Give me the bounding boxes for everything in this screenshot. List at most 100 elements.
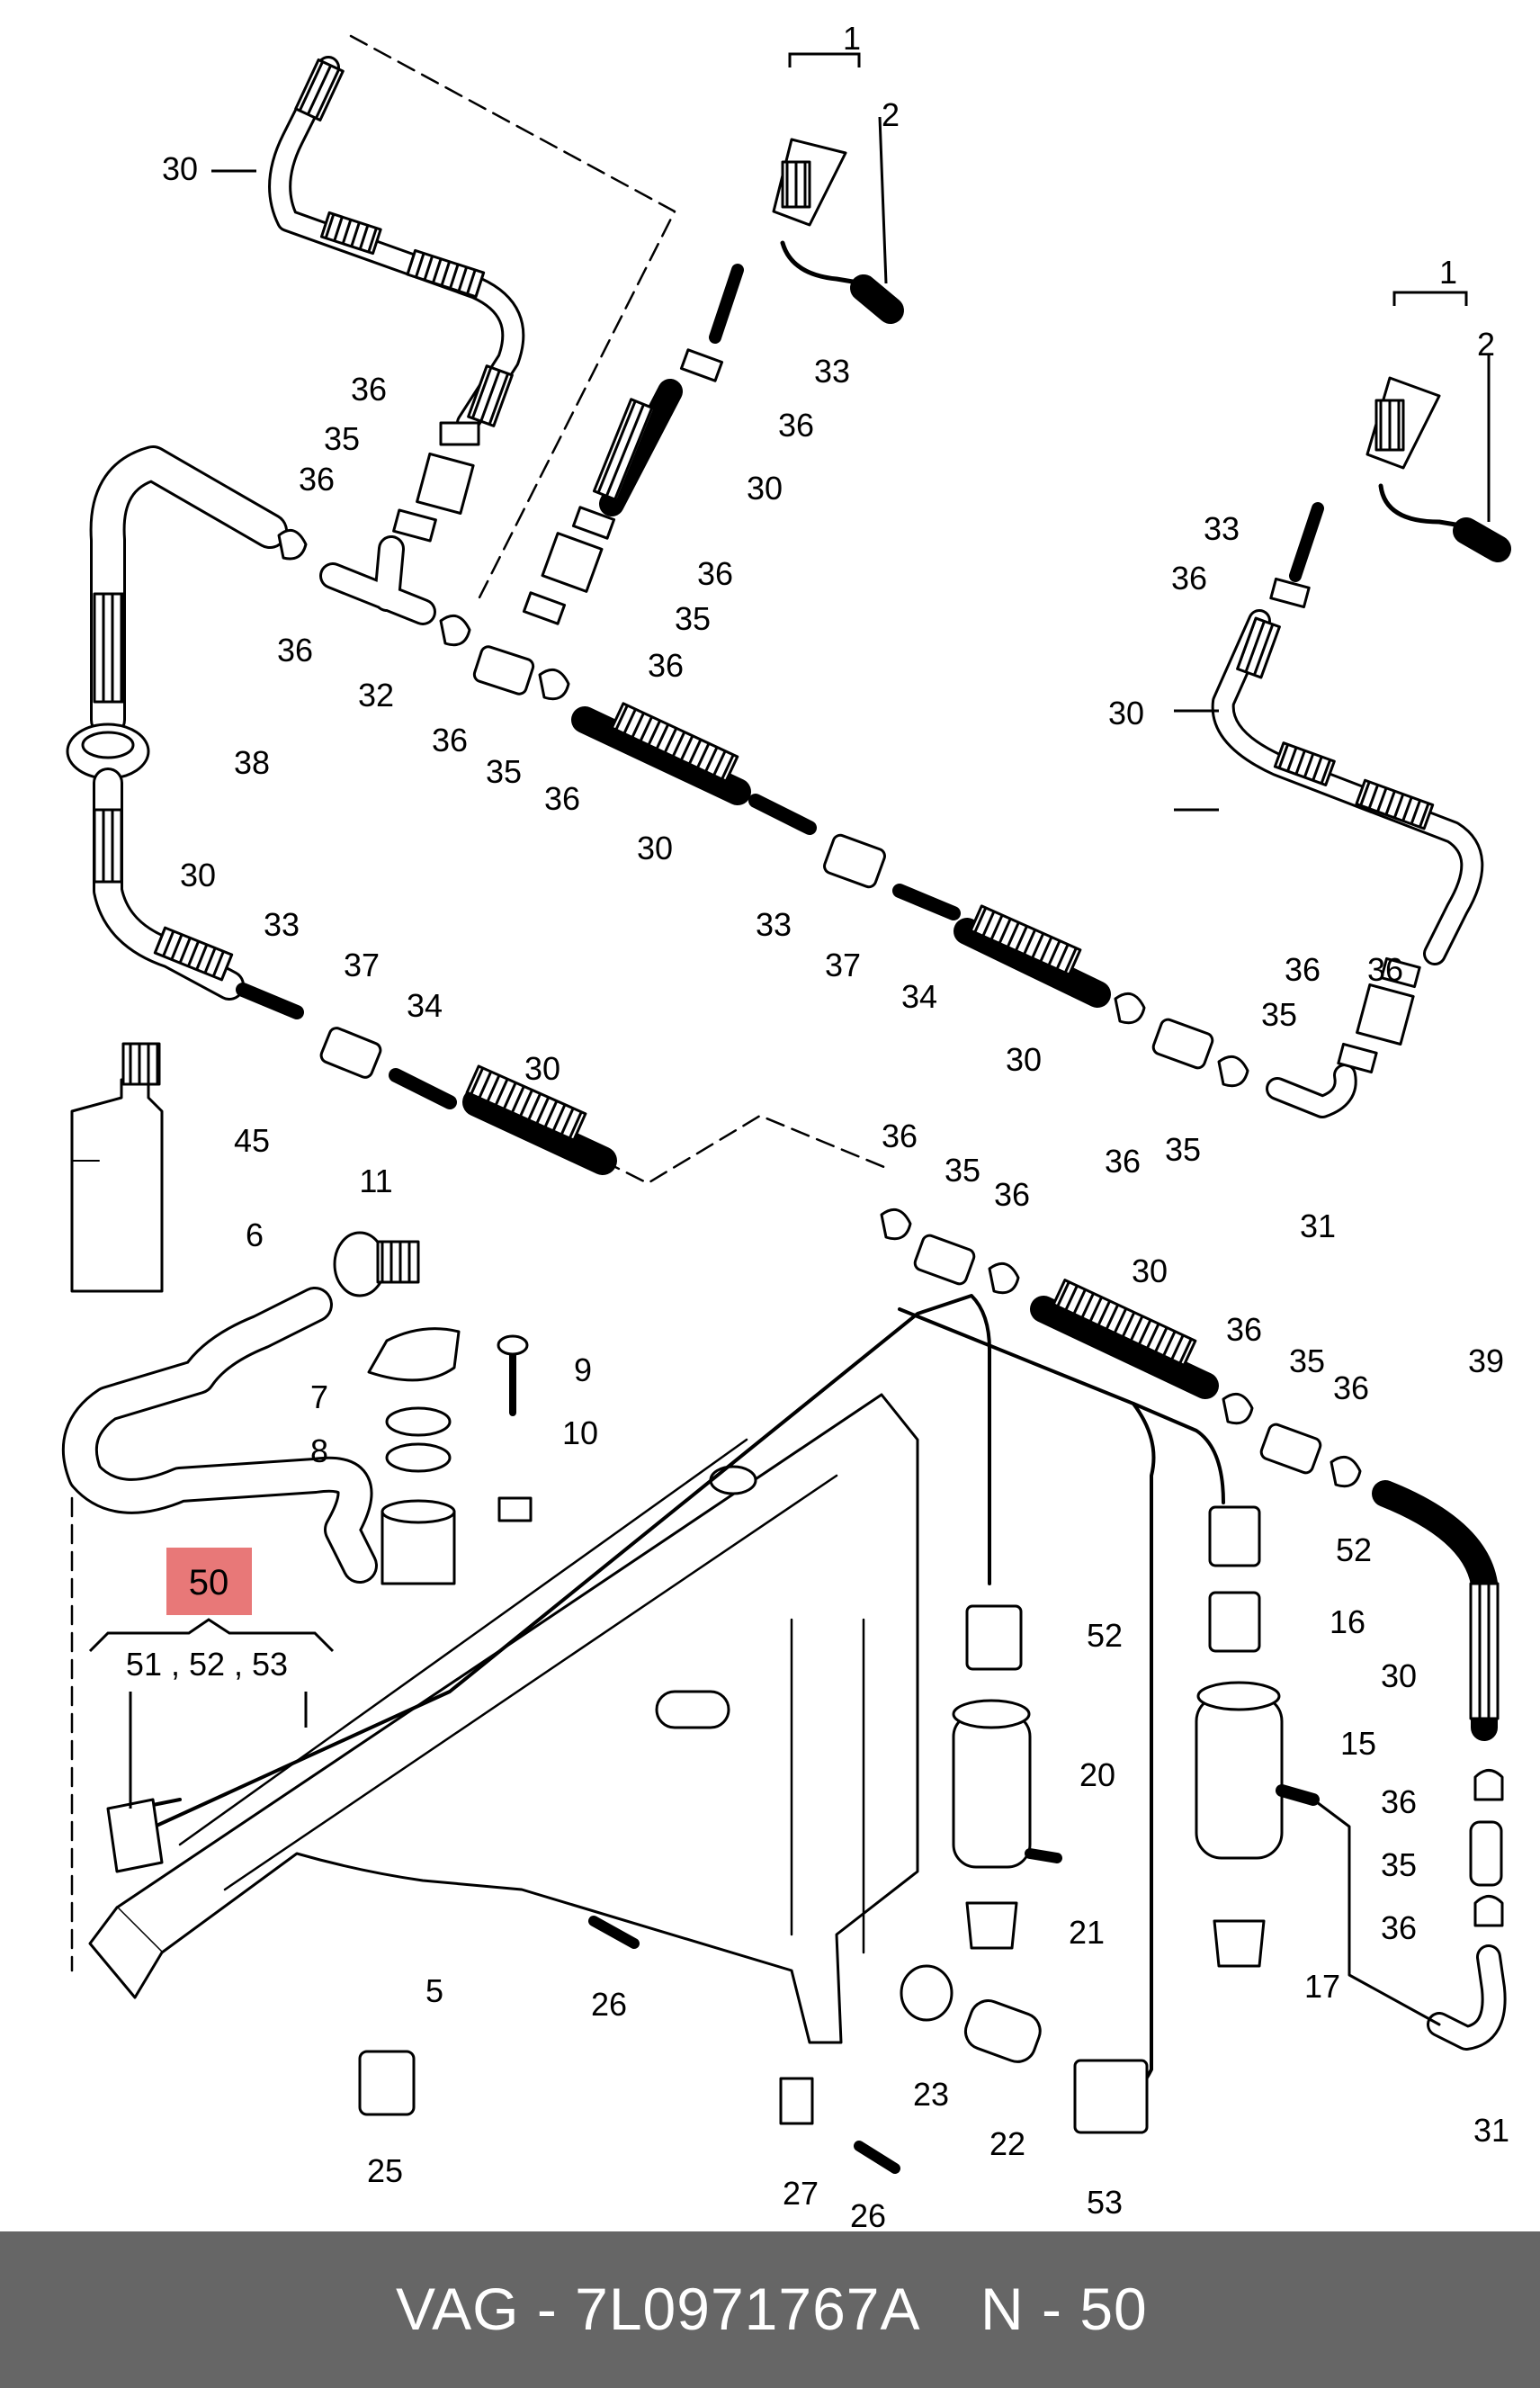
callout-c16: 16 [1330, 1603, 1365, 1640]
bracket-25 [358, 2050, 416, 2116]
callout-c30f: 30 [1108, 695, 1144, 732]
part-number-footer: VAG - 7L0971767A N - 50 [0, 2231, 1540, 2388]
callout-c36l: 36 [1105, 1143, 1141, 1180]
connector-35-low [913, 1234, 976, 1286]
hose-30-middle [571, 702, 751, 805]
connector-52-mid [965, 1604, 1023, 1671]
callout-c53: 53 [1087, 2184, 1123, 2221]
screw-26-a [588, 1916, 640, 1949]
callout-c35c: 35 [486, 753, 522, 790]
callout-c35f: 35 [945, 1152, 980, 1189]
callout-c7: 7 [310, 1378, 328, 1415]
callout-labels: 1212303336303635363635363632363536383033… [162, 20, 1509, 2231]
connector-35-top [416, 452, 475, 516]
callout-c36j: 36 [1285, 951, 1321, 988]
clip-36-top5 [522, 591, 567, 625]
clip-36-rv2 [1473, 1895, 1504, 1927]
callout-c36c: 36 [299, 461, 335, 498]
connector-35-top-center [541, 532, 604, 593]
washer-pump-20 [952, 1699, 1062, 1869]
callout-c33b: 33 [264, 906, 300, 943]
callout-c2b: 2 [1477, 326, 1495, 363]
nozzle-1-top [772, 138, 904, 324]
callout-c36i: 36 [1171, 560, 1207, 597]
callout-c36k: 36 [1367, 951, 1403, 988]
callout-c36g: 36 [432, 722, 468, 759]
callout-c21: 21 [1069, 1914, 1105, 1951]
screw-26-b [854, 2141, 900, 2174]
callout-c45: 45 [234, 1122, 270, 1159]
callout-c35b: 35 [675, 600, 711, 637]
hose-31-pipe [1312, 1798, 1441, 2026]
callout-c36f: 36 [277, 632, 313, 669]
callout-c36b: 36 [351, 371, 387, 408]
callout-c36q: 36 [1381, 1783, 1417, 1820]
clip-27 [779, 2077, 814, 2125]
callout-c34b: 34 [901, 978, 937, 1015]
callout-c33d: 33 [1204, 510, 1240, 547]
callout-c30a: 30 [162, 150, 198, 187]
callout-c30b: 30 [747, 470, 783, 507]
callout-c30i: 30 [1381, 1657, 1417, 1694]
callout-c34a: 34 [407, 987, 443, 1024]
grommet-21 [965, 1901, 1018, 1950]
level-sensor-22 [963, 1999, 1042, 2063]
callout-c35g: 35 [1289, 1342, 1325, 1379]
highlight-sublabel: 51 , 52 , 53 [126, 1646, 288, 1683]
clip-36-left [277, 528, 308, 561]
callout-c36p: 36 [1333, 1369, 1369, 1406]
callout-c36n: 36 [994, 1176, 1030, 1213]
seal-8 [385, 1406, 452, 1473]
connector-33-middle [748, 794, 817, 835]
callout-c30h: 30 [1132, 1252, 1168, 1289]
callout-c35e: 35 [1165, 1131, 1201, 1168]
hose-30-middle2 [954, 904, 1111, 1008]
callout-c30c: 30 [180, 857, 216, 893]
clip-36-right [1269, 577, 1311, 609]
hose-30-right [1211, 609, 1484, 965]
callout-c38: 38 [234, 744, 270, 781]
connector-35-right [1356, 983, 1415, 1046]
hose-30-left-loop [89, 445, 288, 738]
callout-c32: 32 [358, 677, 394, 714]
callout-c23: 23 [913, 2076, 949, 2113]
callout-c35d: 35 [1261, 996, 1297, 1033]
connector-37-left [319, 1027, 382, 1079]
callout-c35a: 35 [324, 420, 360, 457]
connector-37-middle [823, 833, 886, 889]
clip-10 [497, 1496, 533, 1522]
callout-c2a: 2 [882, 96, 900, 133]
clip-36-low2 [988, 1261, 1020, 1295]
connector-35-m3 [1151, 1018, 1214, 1070]
washer-pump-15 [1195, 1681, 1320, 1860]
hose-30-top-center [592, 379, 683, 516]
connector-34-middle [892, 884, 961, 920]
hose-30-top-left [268, 56, 525, 435]
clip-36-m3 [1114, 992, 1146, 1025]
connector-51 [106, 1798, 164, 1873]
callout-c5: 5 [425, 1972, 443, 2009]
callout-c39: 39 [1468, 1342, 1504, 1379]
callout-c31b: 31 [1473, 2112, 1509, 2149]
callout-c36m: 36 [882, 1118, 918, 1154]
callout-c33c: 33 [756, 906, 792, 943]
callout-c30g: 30 [524, 1050, 560, 1087]
clip-36-top2 [392, 508, 437, 543]
clip-36-top [439, 421, 480, 446]
filler-spout [381, 1499, 456, 1585]
connector-33-left [236, 983, 304, 1019]
callout-c30d: 30 [637, 830, 673, 866]
nozzle-1-right [1365, 376, 1511, 562]
callout-c25: 25 [367, 2152, 403, 2189]
connector-34-left [389, 1068, 457, 1109]
callout-c26b: 26 [850, 2197, 886, 2231]
callout-c9: 9 [574, 1351, 592, 1388]
callout-c10: 10 [562, 1414, 598, 1451]
connector-53 [1073, 2059, 1149, 2134]
highlight-label: 50 [189, 1563, 229, 1602]
clip-36-low [880, 1207, 912, 1241]
connector-16 [1208, 1591, 1261, 1653]
clip-36-mid [439, 614, 471, 647]
filler-neck-11 [333, 1231, 420, 1297]
